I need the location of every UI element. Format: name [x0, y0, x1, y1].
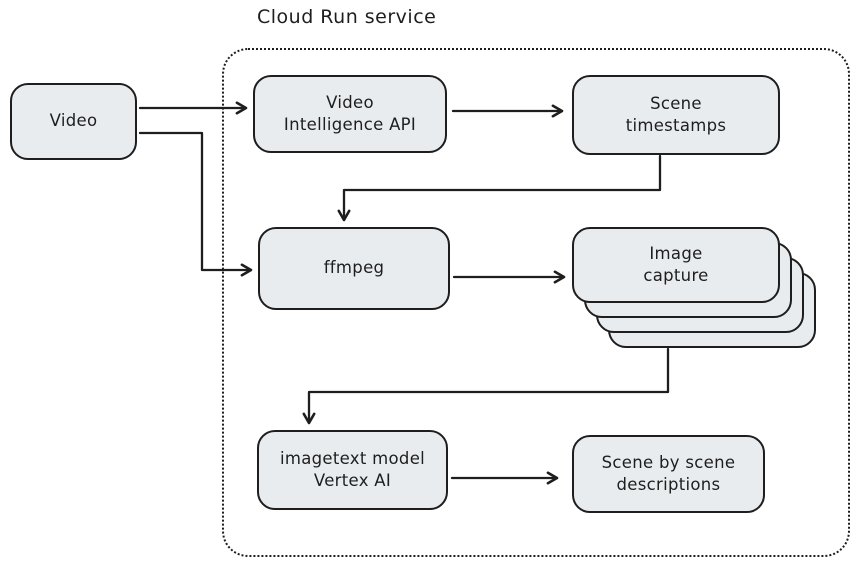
cloud-run-service-container — [222, 48, 850, 557]
node-scene-by-scene-descriptions: Scene by scene descriptions — [572, 435, 765, 513]
node-image-capture-stack: Image capture — [572, 227, 818, 349]
node-image-capture: Image capture — [572, 227, 780, 303]
node-video-intelligence-api: Video Intelligence API — [253, 75, 447, 153]
node-video: Video — [10, 83, 137, 160]
node-imagetext-model-vertex-ai: imagetext model Vertex AI — [257, 430, 448, 510]
diagram-title: Cloud Run service — [257, 6, 437, 28]
node-ffmpeg: ffmpeg — [258, 227, 450, 310]
node-scene-timestamps: Scene timestamps — [572, 75, 780, 155]
